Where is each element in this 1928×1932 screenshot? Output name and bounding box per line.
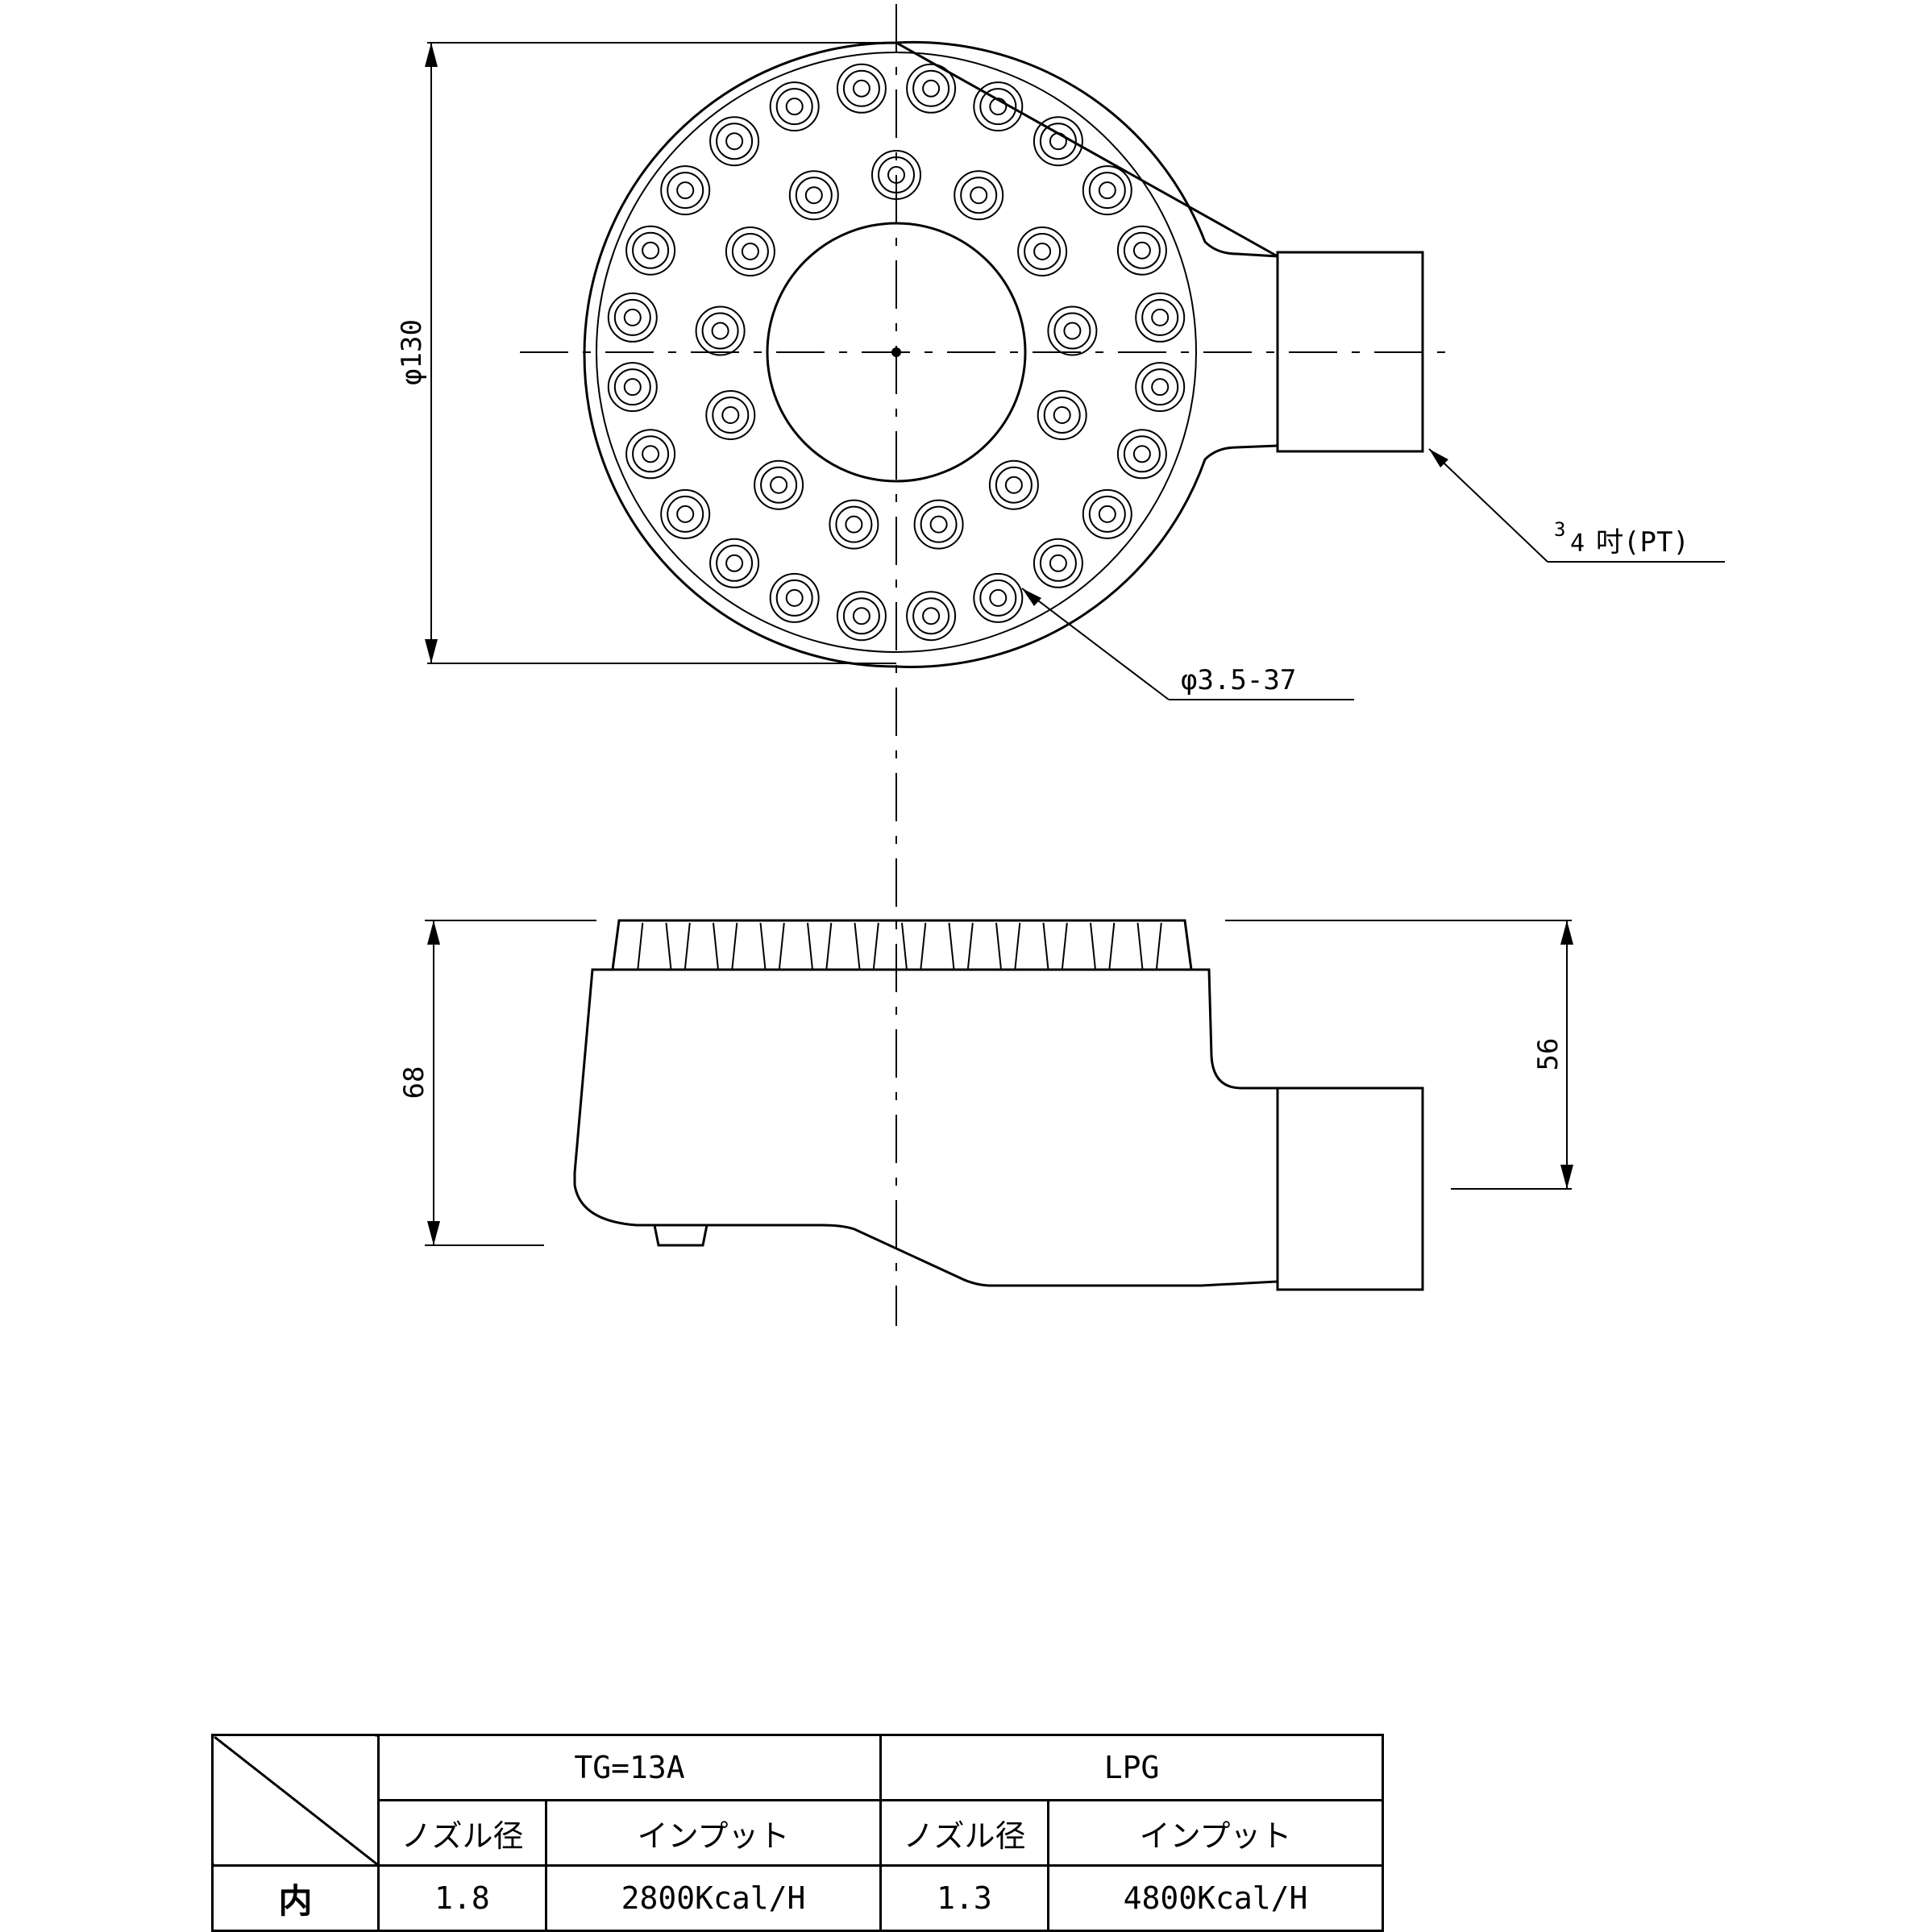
cell-nozzle-lpg: 1.3 xyxy=(879,1864,1049,1932)
group-header-tg13a: TG=13A xyxy=(377,1734,882,1801)
burner-cap xyxy=(611,919,1193,970)
flame-hole xyxy=(660,488,711,539)
flame-hole xyxy=(695,305,746,356)
cap-fin xyxy=(684,922,691,970)
cap-fin xyxy=(872,922,879,970)
flame-hole xyxy=(973,572,1024,623)
subheader-nozzle-tg: ノズル径 xyxy=(377,1799,547,1867)
port-size-callout: 3 4 吋(PT) xyxy=(1428,448,1725,563)
cap-fin xyxy=(1108,922,1116,970)
cap-fin xyxy=(920,922,927,970)
center-point xyxy=(891,347,901,357)
cap-fin xyxy=(948,922,955,970)
cap-fin xyxy=(825,922,833,970)
flame-hole xyxy=(625,429,676,480)
port-label-denominator: 4 xyxy=(1570,530,1585,558)
flame-hole xyxy=(906,63,957,114)
row-label: 内 xyxy=(211,1864,380,1932)
flame-hole xyxy=(913,499,964,550)
flame-hole xyxy=(836,63,887,114)
flame-hole xyxy=(1017,226,1068,276)
flame-hole xyxy=(1116,429,1167,480)
flame-hole xyxy=(836,591,887,642)
subheader-input-tg: インプット xyxy=(545,1799,882,1867)
flame-hole xyxy=(625,225,676,276)
flame-hole xyxy=(906,591,957,642)
flame-hole xyxy=(709,116,760,167)
flame-hole xyxy=(1037,390,1087,440)
flame-hole xyxy=(973,81,1024,132)
port-label-text: 吋(PT) xyxy=(1596,526,1689,559)
flame-hole xyxy=(1047,305,1098,356)
cap-fin xyxy=(854,922,861,970)
cap-fin xyxy=(713,922,719,970)
flame-hole xyxy=(788,170,839,221)
port-label-numerator: 3 xyxy=(1554,518,1565,541)
hole-label: φ3.5-37 xyxy=(1181,664,1296,696)
flame-hole xyxy=(1082,165,1132,216)
cap-fin xyxy=(1042,922,1049,970)
diameter-dimension: φ130 xyxy=(396,42,896,664)
flame-hole xyxy=(769,81,820,132)
flame-hole xyxy=(1135,292,1186,343)
flame-hole xyxy=(1082,488,1132,539)
bottom-nipple xyxy=(653,1224,708,1247)
cell-input-lpg: 4800Kcal/H xyxy=(1046,1864,1385,1932)
flame-hole xyxy=(607,292,658,343)
flame-hole xyxy=(1135,362,1186,413)
cap-fin xyxy=(995,922,1002,970)
gas-port-fitting-side xyxy=(1276,1086,1424,1291)
cap-fins xyxy=(637,922,1162,970)
table-row: 内 1.8 2800Kcal/H 1.3 4800Kcal/H xyxy=(211,1864,1385,1932)
flame-hole xyxy=(871,150,921,200)
table-corner-cell xyxy=(211,1734,380,1867)
cap-fin xyxy=(1014,922,1021,970)
flame-hole xyxy=(660,165,711,216)
flame-hole xyxy=(988,459,1039,510)
flame-hole xyxy=(607,362,658,413)
group-header-lpg: LPG xyxy=(879,1734,1385,1801)
cell-nozzle-tg: 1.8 xyxy=(377,1864,547,1932)
cap-fin xyxy=(901,922,908,970)
diameter-label: φ130 xyxy=(396,319,428,385)
flame-hole xyxy=(829,499,879,550)
cap-fin xyxy=(1136,922,1144,970)
hole-size-callout: φ3.5-37 xyxy=(1021,588,1354,700)
flame-hole xyxy=(754,459,804,510)
cap-fin xyxy=(1061,922,1068,970)
flame-hole xyxy=(725,226,775,276)
cap-fin xyxy=(1090,922,1096,970)
cap-fin xyxy=(1155,922,1162,970)
port-height-label: 56 xyxy=(1532,1038,1564,1071)
subheader-nozzle-lpg: ノズル径 xyxy=(879,1799,1049,1867)
flame-hole xyxy=(1033,538,1083,588)
flame-hole xyxy=(1116,225,1167,276)
cap-fin xyxy=(759,922,767,970)
flame-hole xyxy=(709,538,760,588)
height-label: 68 xyxy=(398,1066,430,1099)
spec-table: TG=13A LPG ノズル径 インプット ノズル径 インプット 内 1.8 2… xyxy=(211,1734,1385,1932)
flame-hole xyxy=(1033,116,1083,167)
cap-fin xyxy=(778,922,785,970)
cell-input-tg: 2800Kcal/H xyxy=(545,1864,882,1932)
flame-hole-group xyxy=(607,63,1186,642)
flame-hole xyxy=(769,572,820,623)
cap-fin xyxy=(637,922,644,970)
cap-fin xyxy=(807,922,813,970)
burner-body-outline xyxy=(583,40,1278,668)
flame-hole xyxy=(705,390,756,440)
height-dimension: 68 xyxy=(398,920,596,1246)
burner-body-side xyxy=(573,968,1279,1287)
cap-fin xyxy=(731,922,738,970)
top-view: φ130 3 4 吋(PT) φ3.5-37 xyxy=(396,4,1725,1326)
cap-fin xyxy=(966,922,974,970)
flame-hole xyxy=(954,170,1004,221)
subheader-input-lpg: インプット xyxy=(1046,1799,1385,1867)
port-height-dimension: 56 xyxy=(1225,920,1573,1190)
cap-fin xyxy=(665,922,672,970)
side-view: 68 56 xyxy=(398,919,1573,1291)
